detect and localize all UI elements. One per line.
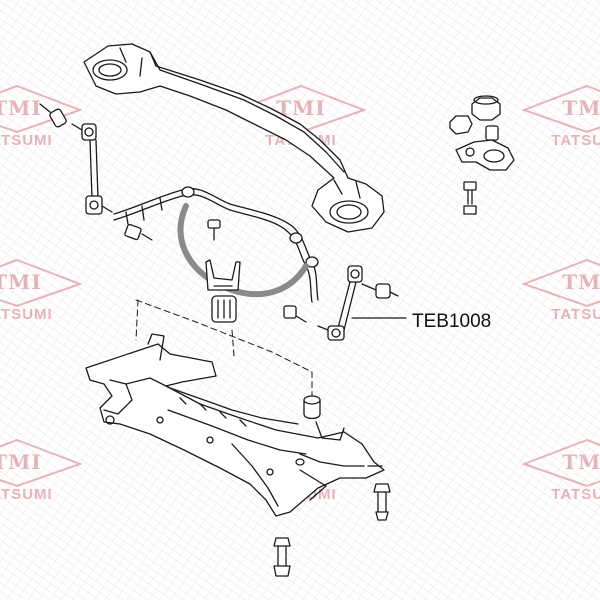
watermark-brand-short: TMI [562, 96, 600, 120]
bushing-left [124, 223, 153, 241]
bushing-right [283, 305, 307, 323]
subframe-mount-bushing [303, 395, 321, 420]
part-number-label: TEB1008 [412, 311, 492, 332]
bolt-right [373, 483, 391, 521]
rotation-arrow [177, 203, 309, 298]
left-stabilizer-link [39, 103, 113, 215]
front-subframe [85, 333, 385, 517]
strut-tower-brace [83, 43, 385, 233]
stabilizer-clamp [205, 219, 241, 323]
watermark-brand-short: TMI [562, 450, 600, 474]
alignment-guides [135, 299, 313, 405]
ball-joint-assembly [449, 95, 515, 215]
watermark-brand-short: TMI [0, 270, 42, 294]
watermark-brand-short: TMI [0, 96, 42, 120]
watermark-brand-short: TMI [0, 450, 42, 474]
watermark-brand-short: TMI [562, 270, 600, 294]
bolt-bottom [273, 537, 291, 577]
right-stabilizer-link [317, 265, 399, 341]
